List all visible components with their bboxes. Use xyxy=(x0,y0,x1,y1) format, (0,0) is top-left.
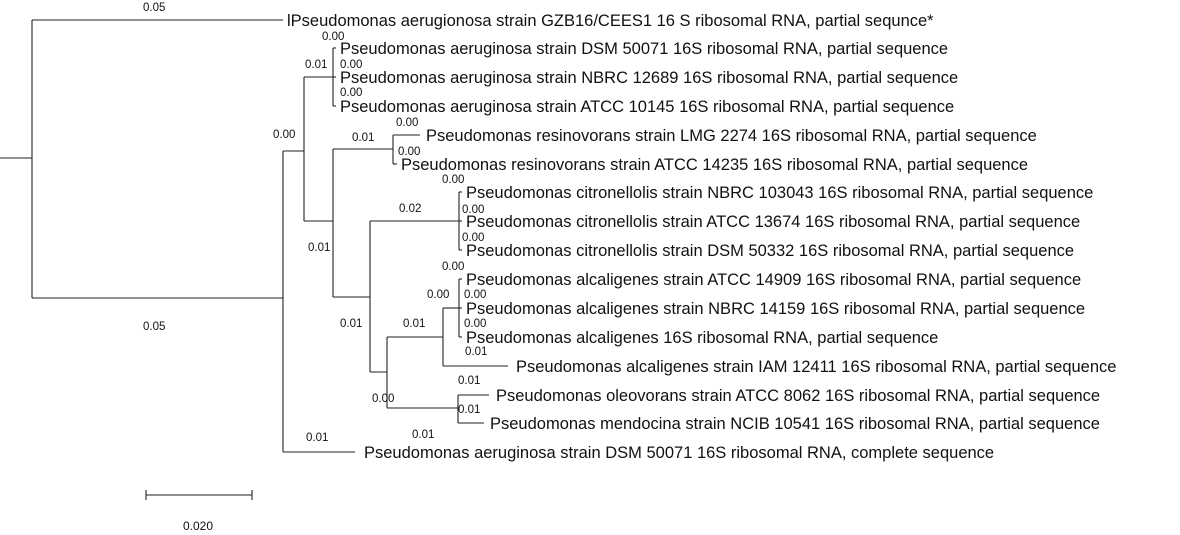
tip-label: Pseudomonas citronellolis strain NBRC 10… xyxy=(466,184,1093,202)
branch-length-label: 0.00 xyxy=(464,289,486,301)
branch-length-label: 0.00 xyxy=(462,232,484,244)
tree-edges xyxy=(0,19,508,453)
tip-label: Pseudomonas mendocina strain NCIB 10541 … xyxy=(490,415,1100,433)
branch-length-label: 0.00 xyxy=(462,204,484,216)
tip-label: Pseudomonas aeruginosa strain DSM 50071 … xyxy=(340,40,948,58)
tip-label: Pseudomonas alcaligenes strain ATCC 1490… xyxy=(466,271,1081,289)
tip-label: Pseudomonas aeruginosa strain ATCC 10145… xyxy=(340,98,954,116)
branch-length-label: 0.00 xyxy=(442,261,464,273)
branch-length-label: 0.00 xyxy=(442,174,464,186)
tip-label: Pseudomonas alcaligenes strain NBRC 1415… xyxy=(466,300,1085,318)
branch-length-label: 0.01 xyxy=(306,432,328,444)
tip-label: lPseudomonas aerugionosa strain GZB16/CE… xyxy=(287,12,934,30)
tip-label: Pseudomonas resinovorans strain ATCC 142… xyxy=(401,156,1028,174)
tip-label: Pseudomonas alcaligenes 16S ribosomal RN… xyxy=(466,329,938,347)
tip-label: Pseudomonas citronellolis strain DSM 503… xyxy=(466,242,1074,260)
branch-length-label: 0.00 xyxy=(398,146,420,158)
branch-length-label: 0.00 xyxy=(396,117,418,129)
branch-length-label: 0.00 xyxy=(340,59,362,71)
branch-length-label: 0.05 xyxy=(143,2,165,14)
tip-label: Pseudomonas oleovorans strain ATCC 8062 … xyxy=(496,387,1100,405)
branch-length-label: 0.01 xyxy=(308,242,330,254)
branch-length-label: 0.05 xyxy=(143,321,165,333)
tip-label: Pseudomonas resinovorans strain LMG 2274… xyxy=(426,127,1037,145)
branch-length-label: 0.02 xyxy=(399,203,421,215)
branch-length-label: 0.00 xyxy=(464,318,486,330)
branch-length-label: 0.01 xyxy=(412,429,434,441)
scale-bar-label: 0.020 xyxy=(183,519,213,533)
branch-length-label: 0.01 xyxy=(458,375,480,387)
branch-length-label: 0.00 xyxy=(340,87,362,99)
tip-label: Pseudomonas alcaligenes strain IAM 12411… xyxy=(516,358,1116,376)
branch-length-label: 0.00 xyxy=(427,289,449,301)
tip-label: Pseudomonas aeruginosa strain DSM 50071 … xyxy=(364,444,994,462)
branch-length-label: 0.01 xyxy=(305,59,327,71)
branch-length-labels: 0.05 0.05 0.00 0.01 0.01 0.00 0.00 0.00 0.01 0.00… xyxy=(143,2,487,444)
branch-length-label: 0.00 xyxy=(372,393,394,405)
scale-bar: 0.020 xyxy=(145,490,253,533)
branch-length-label: 0.01 xyxy=(340,318,362,330)
branch-length-label: 0.00 xyxy=(273,129,295,141)
tip-label: Pseudomonas citronellolis strain ATCC 13… xyxy=(466,213,1080,231)
tip-label: Pseudomonas aeruginosa strain NBRC 12689… xyxy=(340,69,958,87)
branch-length-label: 0.01 xyxy=(465,346,487,358)
branch-length-label: 0.01 xyxy=(352,132,374,144)
branch-length-label: 0.01 xyxy=(458,404,480,416)
branch-length-label: 0.01 xyxy=(403,318,425,330)
branch-length-label: 0.00 xyxy=(322,31,344,43)
tip-labels: lPseudomonas aerugionosa strain GZB16/CE… xyxy=(287,12,1116,462)
